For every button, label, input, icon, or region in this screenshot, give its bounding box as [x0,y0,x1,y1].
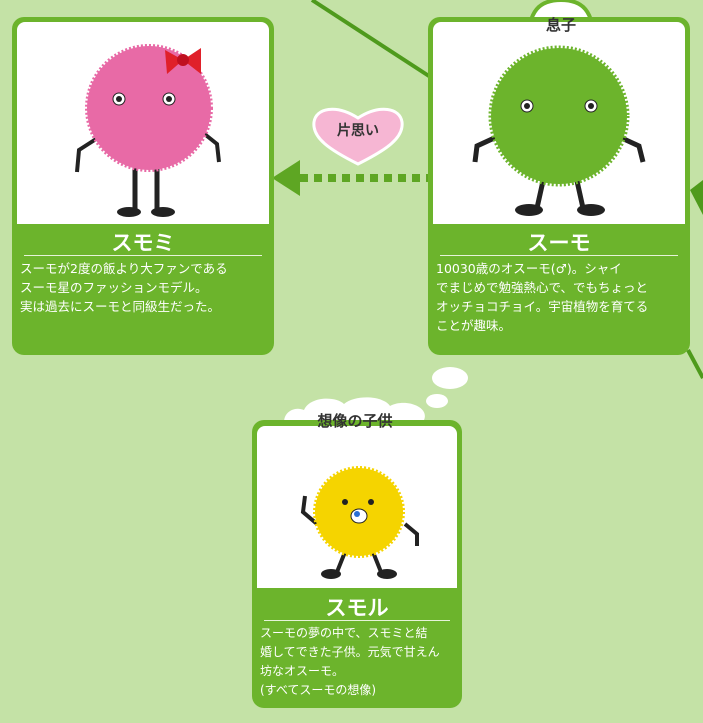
character-description: スーモが2度の飯より大ファンである スーモ星のファッションモデル。 実は過去にス… [20,261,228,314]
relation-label: 片思い [337,123,379,139]
character-card-sumomi: スモミ スーモが2度の飯より大ファンである スーモ星のファッションモデル。 実は… [12,17,274,355]
sumoru-illustration [300,466,419,579]
divider [264,620,450,621]
character-name: スモル [325,596,389,620]
character-description: 10030歳のオスーモ(♂)。シャイ でまじめで勉強熱心で、でもちょっと オッチ… [436,261,649,333]
character-image [257,426,457,588]
relation-tag-imaginary-child: 想像の子供 [317,412,393,430]
sumomi-illustration [75,44,221,217]
character-name: スモミ [111,231,175,255]
character-image [17,22,269,224]
relation-tag-son: 息子 [545,16,576,34]
character-card-sumoru: スモル スーモの夢の中で、スモミと結 婚してできた子供。元気で甘えん 坊なオスー… [252,420,462,708]
heart-icon [312,107,404,166]
divider [440,255,678,256]
divider [24,255,262,256]
character-name: スーモ [527,231,591,255]
character-description: スーモの夢の中で、スモミと結 婚してできた子供。元気で甘えん 坊なオスーモ。 (… [260,626,440,697]
suumo-illustration [472,45,646,216]
character-image [433,22,685,224]
character-card-suumo: スーモ 10030歳のオスーモ(♂)。シャイ でまじめで勉強熱心で、でもちょっと… [428,17,690,355]
